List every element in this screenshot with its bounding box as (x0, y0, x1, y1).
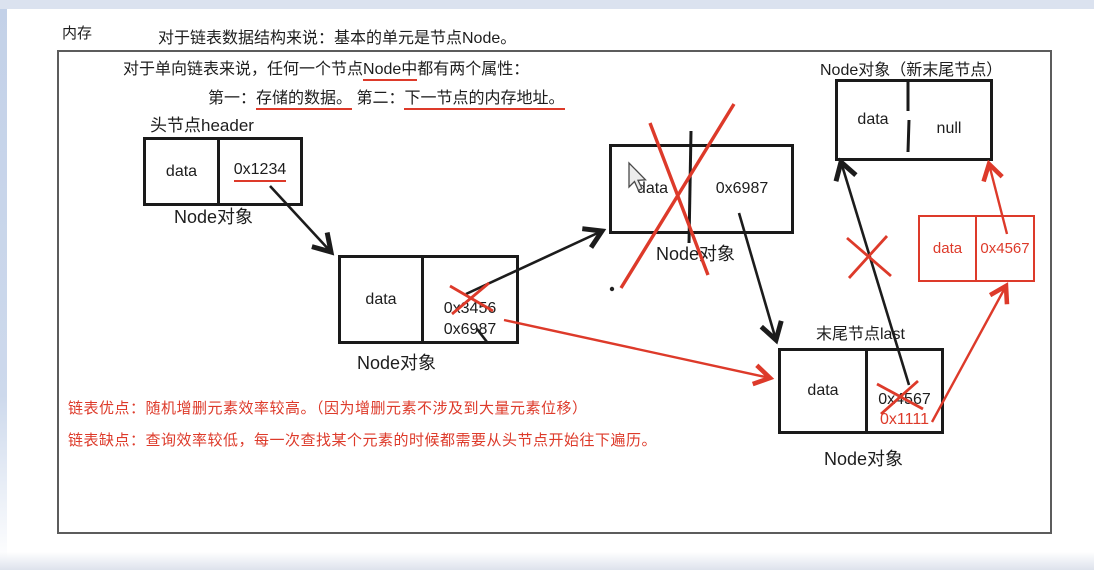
header-node-data-cell: data (146, 140, 220, 203)
header-node-box: data 0x1234 (143, 137, 303, 206)
deleted-node-next-cell: 0x6987 (715, 180, 769, 197)
new-tail-next-cell: null (936, 120, 962, 137)
window-left-edge (0, 9, 7, 562)
second-node-next-cell: 0x3456 0x6987 (424, 258, 516, 341)
intro-line-3-p1: 第一： (208, 90, 257, 107)
last-node-box: data 0x4567 0x1111 (778, 348, 944, 434)
second-node-next-new: 0x6987 (443, 321, 497, 338)
last-node-next-cell: 0x4567 0x1111 (868, 351, 941, 431)
note-cons: 链表缺点：查询效率较低，每一次查找某个元素的时候都需要从头节点开始往下遍历。 (68, 432, 658, 449)
new-tail-node-box: data null (835, 79, 993, 161)
second-node-caption: Node对象 (357, 353, 437, 373)
intro-line-2-pre: 对于单向链表来说，任何一个节点 (123, 61, 364, 78)
header-node-next-cell: 0x1234 (220, 140, 300, 203)
intro-line-1: 对于链表数据结构来说：基本的单元是节点Node。 (158, 30, 517, 47)
intro-line-2-underlined: Node中 (363, 61, 418, 81)
window-top-edge (0, 0, 1094, 9)
deleted-node-data-cell: data (636, 180, 669, 197)
last-node-data-cell: data (781, 351, 868, 431)
new-tail-red-data-cell: data (920, 217, 977, 280)
second-node-data-cell: data (341, 258, 424, 341)
last-node-next-new: 0x1111 (880, 411, 929, 428)
intro-line-2-post: 都有两个属性： (417, 61, 530, 78)
intro-line-3-p3: 第二： (352, 90, 405, 107)
deleted-node-box: data 0x6987 (609, 144, 794, 234)
second-node-box: data 0x3456 0x6987 (338, 255, 519, 344)
intro-line-3: 第一：存储的数据。 第二：下一节点的内存地址。 (208, 84, 565, 110)
intro-line-2: 对于单向链表来说，任何一个节点Node中都有两个属性： (123, 55, 530, 81)
new-tail-data-cell: data (857, 111, 889, 128)
header-node-title: 头节点header (150, 116, 254, 135)
memory-label: 内存 (62, 25, 93, 42)
note-pros: 链表优点：随机增删元素效率较高。（因为增删元素不涉及到大量元素位移） (68, 400, 588, 417)
deleted-node-caption: Node对象 (656, 244, 736, 264)
intro-line-3-underlined-1: 存储的数据。 (256, 90, 353, 110)
last-node-next-old: 0x4567 (878, 391, 931, 408)
intro-line-3-underlined-2: 下一节点的内存地址。 (404, 90, 565, 110)
window-bottom-edge (0, 552, 1094, 570)
diagram-frame (57, 50, 1052, 534)
new-tail-red-next-cell: 0x4567 (980, 240, 1030, 257)
new-tail-node-title: Node对象（新末尾节点） (820, 62, 1003, 79)
new-tail-red-box: data 0x4567 (918, 215, 1035, 282)
header-node-caption: Node对象 (174, 207, 254, 227)
last-node-title: 末尾节点last (816, 326, 905, 343)
second-node-next-old: 0x3456 (443, 300, 497, 317)
last-node-caption: Node对象 (824, 449, 904, 469)
